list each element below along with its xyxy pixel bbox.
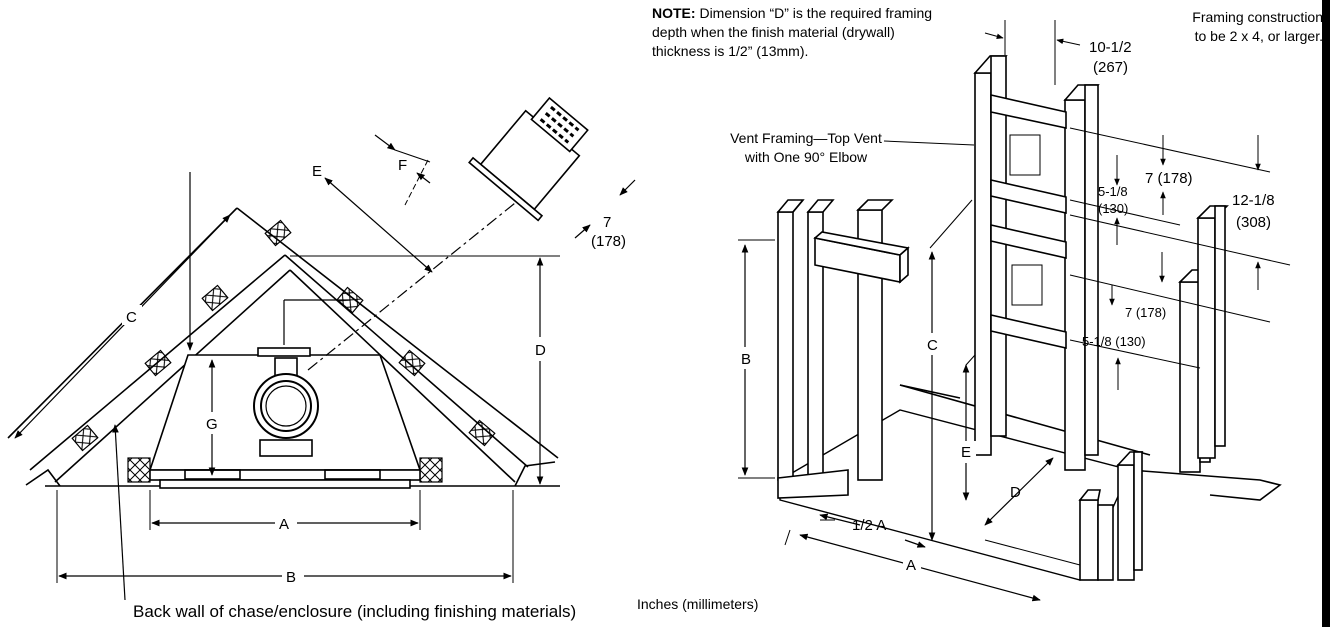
right-framing-diagram [776,55,1282,581]
vent-framing-label: Vent Framing—Top Vent with One 90° Elbow [716,129,896,167]
framing-note-line2: to be 2 x 4, or larger. [1194,28,1323,44]
dim-10-1-2-mm: (267) [1093,59,1128,76]
label-A-right: A [906,557,916,574]
label-E-right: E [961,444,971,461]
dim-12-1-8: 12-1/8 [1232,192,1275,209]
vent-label-line1: Vent Framing—Top Vent [730,130,882,146]
left-dimension-labels: C E F 7 (178) D G A B [122,157,626,587]
framing-construction-note: Framing construction to be 2 x 4, or lar… [1013,8,1323,46]
label-A-left: A [279,516,289,533]
note-text: Dimension “D” is the required framing de… [652,5,933,59]
right-dimension-labels: 10-1/2 (267) 7 (178) 5-1/8 (130) 12-1/8 … [738,39,1275,575]
note-label: NOTE: [652,5,696,21]
label-B-left: B [286,569,296,586]
units-caption: Inches (millimeters) [637,596,759,612]
back-wall-caption: Back wall of chase/enclosure (including … [133,602,577,621]
label-C-right: C [927,337,938,354]
label-G-left: G [206,416,218,433]
label-B-right: B [741,351,751,368]
framing-depth-note: NOTE: Dimension “D” is the required fram… [652,4,942,61]
dim-7-178-b: 7 (178) [1125,305,1166,320]
left-corner-diagram [7,96,636,601]
dim-5-1-8-a-mm: (130) [1098,201,1128,216]
label-E-left: E [312,163,322,180]
framing-note-line1: Framing construction [1192,9,1323,25]
dim-5-1-8-b: 5-1/8 (130) [1082,334,1146,349]
label-D-right: D [1010,484,1021,501]
label-7-left: 7 [603,214,611,231]
page-edge-bar [1322,0,1330,627]
vent-label-line2: with One 90° Elbow [744,149,868,165]
dim-5-1-8-a: 5-1/8 [1098,184,1128,199]
label-half-A: 1/2 A [852,517,886,534]
label-F-left: F [398,157,407,174]
dim-7-178-a: 7 (178) [1145,170,1193,187]
dim-12-1-8-mm: (308) [1236,214,1271,231]
dim-10-1-2: 10-1/2 [1089,39,1132,56]
label-C-left: C [126,309,137,326]
label-D-left: D [535,342,546,359]
label-7mm-left: (178) [591,233,626,250]
